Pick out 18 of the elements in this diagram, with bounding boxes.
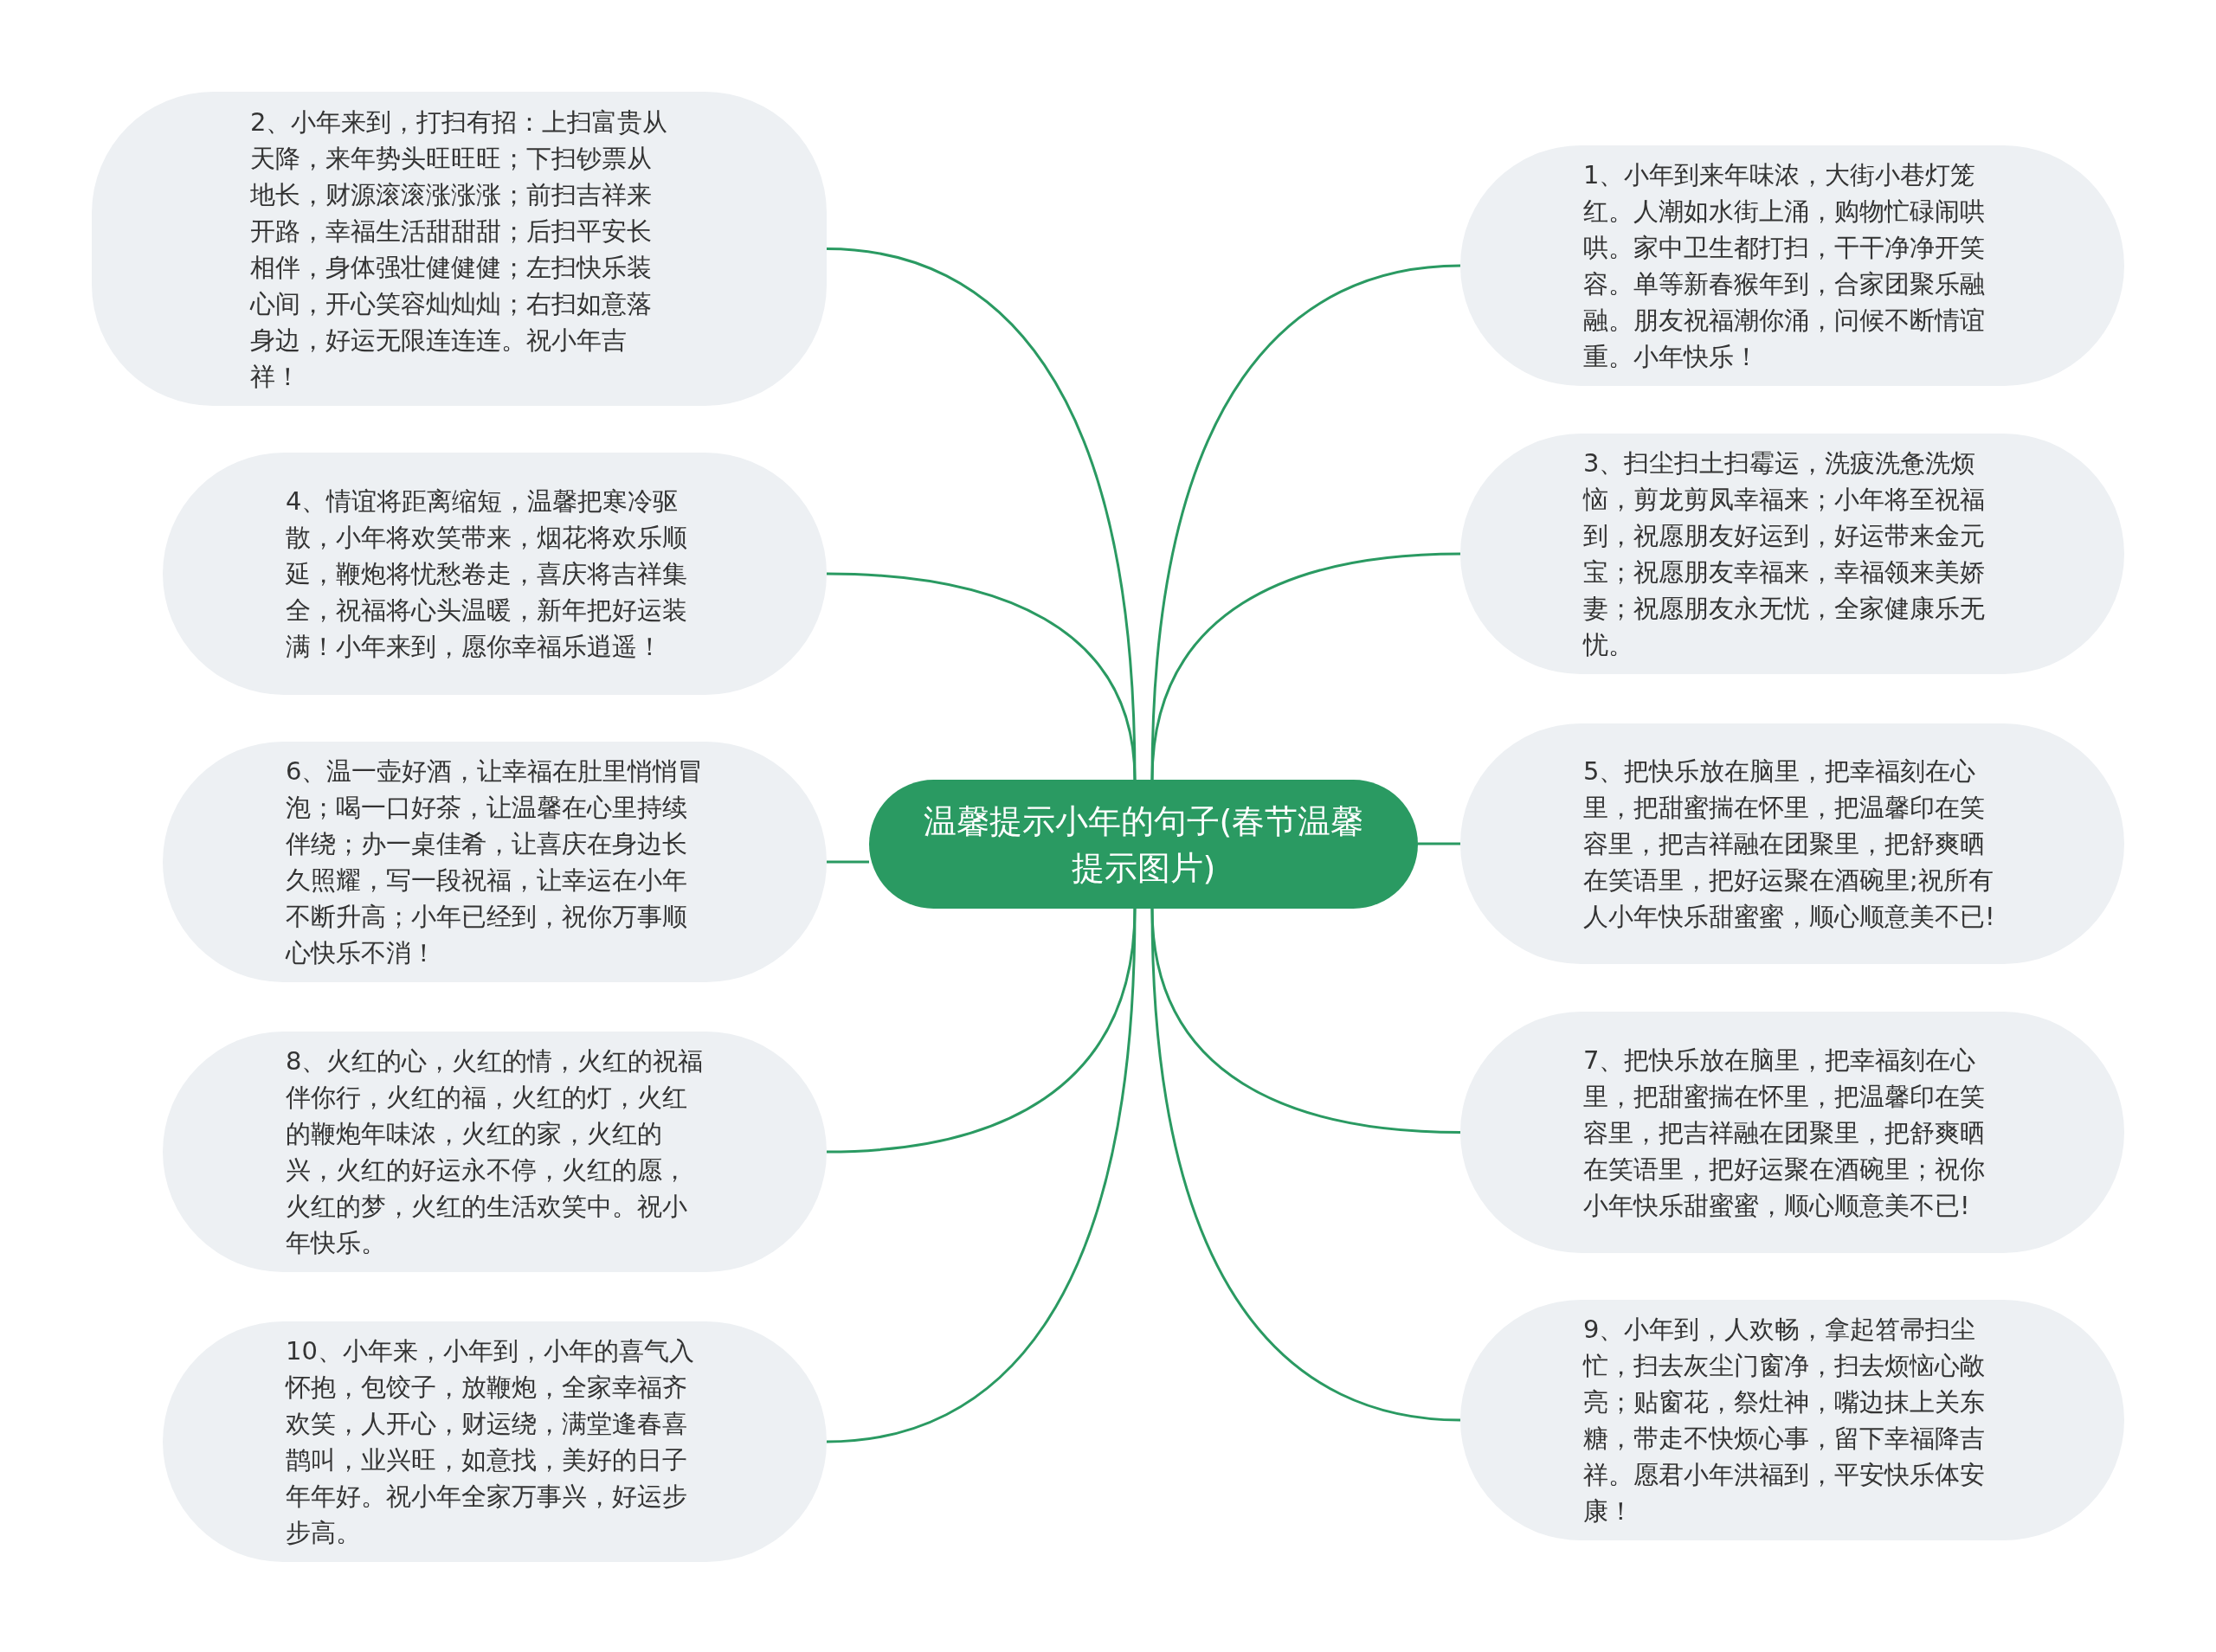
body-text: 1、小年到来年味浓，大街小巷灯笼红。人潮如水街上涌，购物忙碌闹哄哄。家中卫生都打扫，干干净净开笑容。单等新春猴年到，合家团聚乐融融。朋友祝福潮你涌，问候不断情谊重。小年快乐！ (1583, 159, 1986, 373)
title-text: 温馨提示小年的句子(春节温馨提示图片) (922, 800, 1365, 889)
body-text: 3、扫尘扫土扫霉运，洗疲洗惫洗烦恼，剪龙剪凤幸福来；小年将至祝福到，祝愿朋友好运到，好运带来金元宝；祝愿朋友幸福来，幸福领来美娇妻；祝愿朋友永无忧，全家健康乐无忧。 (1583, 447, 1986, 661)
body-text: 8、火红的心，火红的情，火红的祝福伴你行，火红的福，火红的灯，火红的鞭炮年味浓，火红的家，火红的兴，火红的好运永不停，火红的愿，火红的梦，火红的生活欢笑中。祝小年快乐。 (286, 1045, 705, 1259)
connector-line (826, 908, 1137, 1443)
connector-line (826, 572, 1137, 781)
body-text: 2、小年来到，打扫有招：上扫富贵从天降，来年势头旺旺旺；下扫钞票从地长，财源滚滚涨涨涨；前扫吉祥来开路，幸福生活甜甜甜；后扫平安长相伴，身体强壮健健健；左扫快乐装心间，开心笑容灿灿灿；右扫如意落身边，好运无限连连连。祝小年吉祥！ (250, 106, 669, 393)
connector-line (827, 860, 869, 864)
connector-line (1150, 264, 1461, 781)
connector-line (1150, 552, 1461, 781)
body-text: 6、温一壶好酒，让幸福在肚里悄悄冒泡；喝一口好茶，让温馨在心里持续伴绕；办一桌佳肴，让喜庆在身边长久照耀，写一段祝福，让幸运在小年不断升高；小年已经到，祝你万事顺心快乐不消！ (286, 755, 705, 969)
connector-line (1418, 842, 1460, 845)
body-text: 5、把快乐放在脑里，把幸福刻在心里，把甜蜜揣在怀里，把温馨印在笑容里，把吉祥融在团聚里，把舒爽晒在笑语里，把好运聚在酒碗里;祝所有人小年快乐甜蜜蜜，顺心顺意美不已! (1583, 755, 1996, 933)
connector-line (1150, 908, 1461, 1422)
body-text: 10、小年来，小年到，小年的喜气入怀抱，包饺子，放鞭炮，全家幸福齐欢笑，人开心，财运绕，满堂逢春喜鹊叫，业兴旺，如意找，美好的日子年年好。祝小年全家万事兴，好运步步高。 (286, 1335, 695, 1549)
body-text: 9、小年到，人欢畅，拿起笤帚扫尘忙，扫去灰尘门窗净，扫去烦恼心敞亮；贴窗花，祭灶神，嘴边抹上关东糖，带走不快烦心事，留下幸福降吉祥。愿君小年洪福到，平安快乐体安康！ (1583, 1314, 1986, 1527)
body-text: 7、把快乐放在脑里，把幸福刻在心里，把甜蜜揣在怀里，把温馨印在笑容里，把吉祥融在团聚里，把舒爽晒在笑语里，把好运聚在酒碗里；祝你小年快乐甜蜜蜜，顺心顺意美不已! (1583, 1045, 1986, 1222)
body-text: 4、情谊将距离缩短，温馨把寒冷驱散，小年将欢笑带来，烟花将欢乐顺延，鞭炮将忧愁卷走，喜庆将吉祥集全，祝福将心头温暖，新年把好运装满！小年来到，愿你幸福乐逍遥！ (286, 485, 688, 663)
